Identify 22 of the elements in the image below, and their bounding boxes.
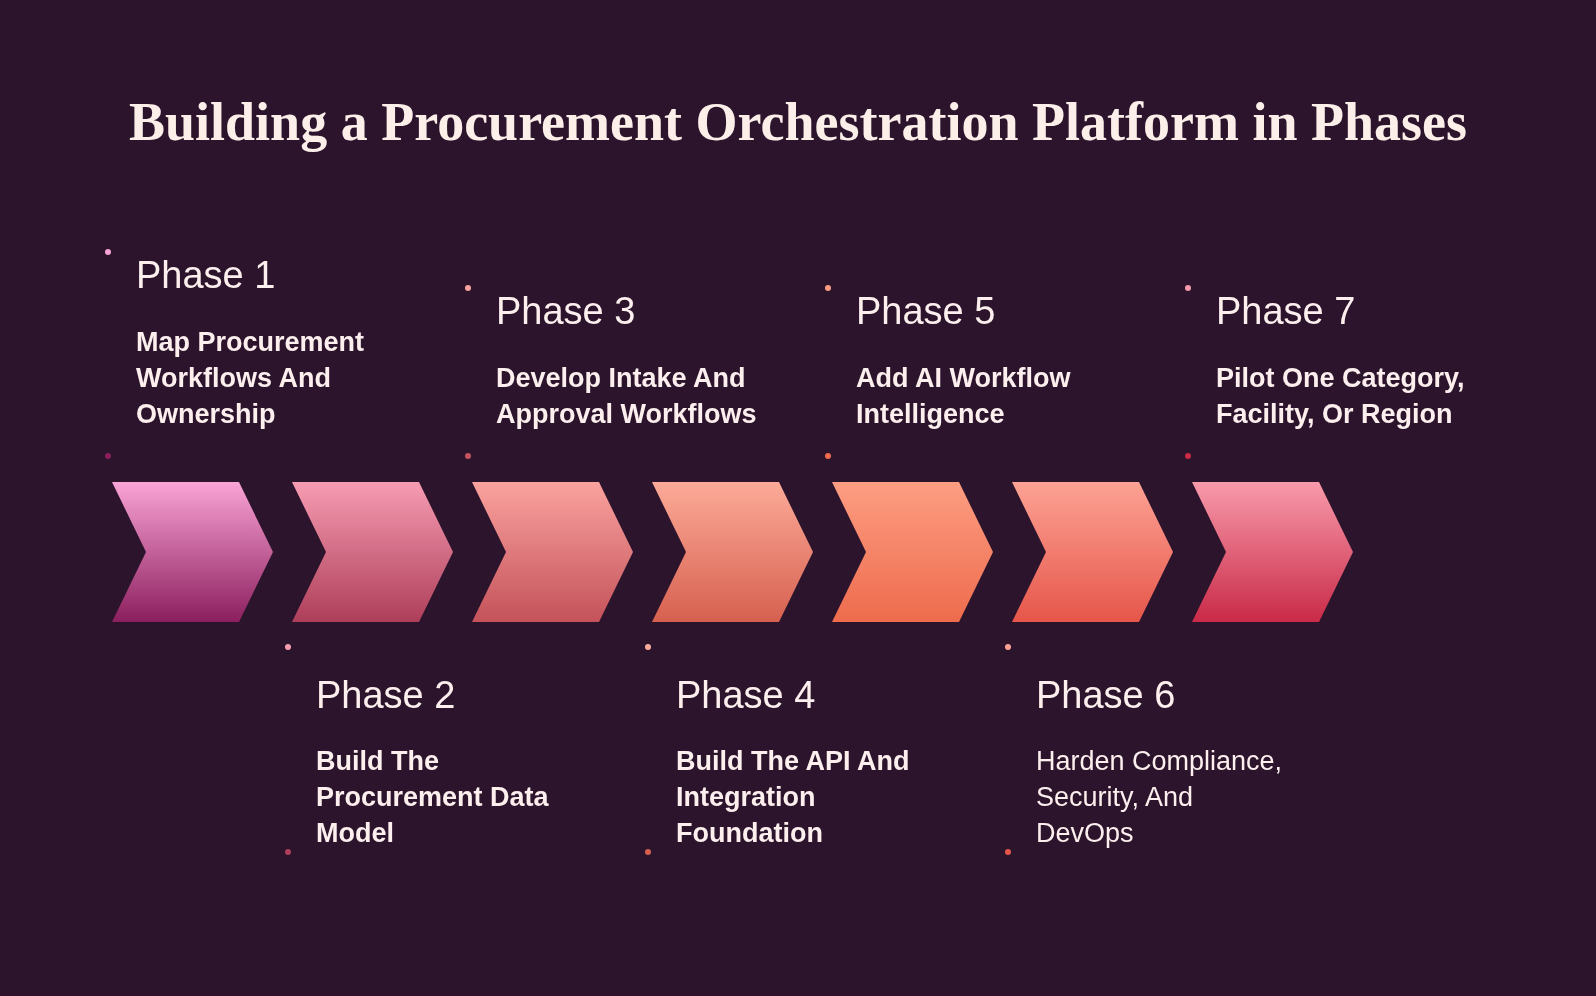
phase-heading: Phase 3	[496, 289, 636, 333]
chevron-shape	[1012, 482, 1173, 622]
chevron-shape	[472, 482, 633, 622]
chevron-shape	[832, 482, 993, 622]
phase-heading: Phase 2	[316, 673, 456, 717]
phase-description: Develop Intake And Approval Workflows	[496, 362, 758, 431]
phase-description: Add AI Workflow Intelligence	[856, 362, 1072, 431]
phase-description: Build The API And Integration Foundation	[676, 745, 911, 850]
diagram-title: Building a Procurement Orchestration Platform in Phases	[129, 91, 1467, 154]
phase-heading: Phase 6	[1036, 673, 1176, 717]
chevron-shape	[112, 482, 273, 622]
phase-heading: Phase 7	[1216, 289, 1356, 333]
chevron-shape	[1192, 482, 1353, 622]
phase-heading: Phase 4	[676, 673, 816, 717]
chevron-shape	[652, 482, 813, 622]
phase-description: Map Procurement Workflows And Ownership	[136, 326, 366, 431]
phase-heading: Phase 1	[136, 253, 276, 297]
phase-heading: Phase 5	[856, 289, 996, 333]
chevron-shape	[292, 482, 453, 622]
phase-description: Build The Procurement Data Model	[316, 745, 550, 850]
phase-description: Harden Compliance, Security, And DevOps	[1036, 745, 1284, 850]
phase-description: Pilot One Category, Facility, Or Region	[1216, 362, 1466, 431]
